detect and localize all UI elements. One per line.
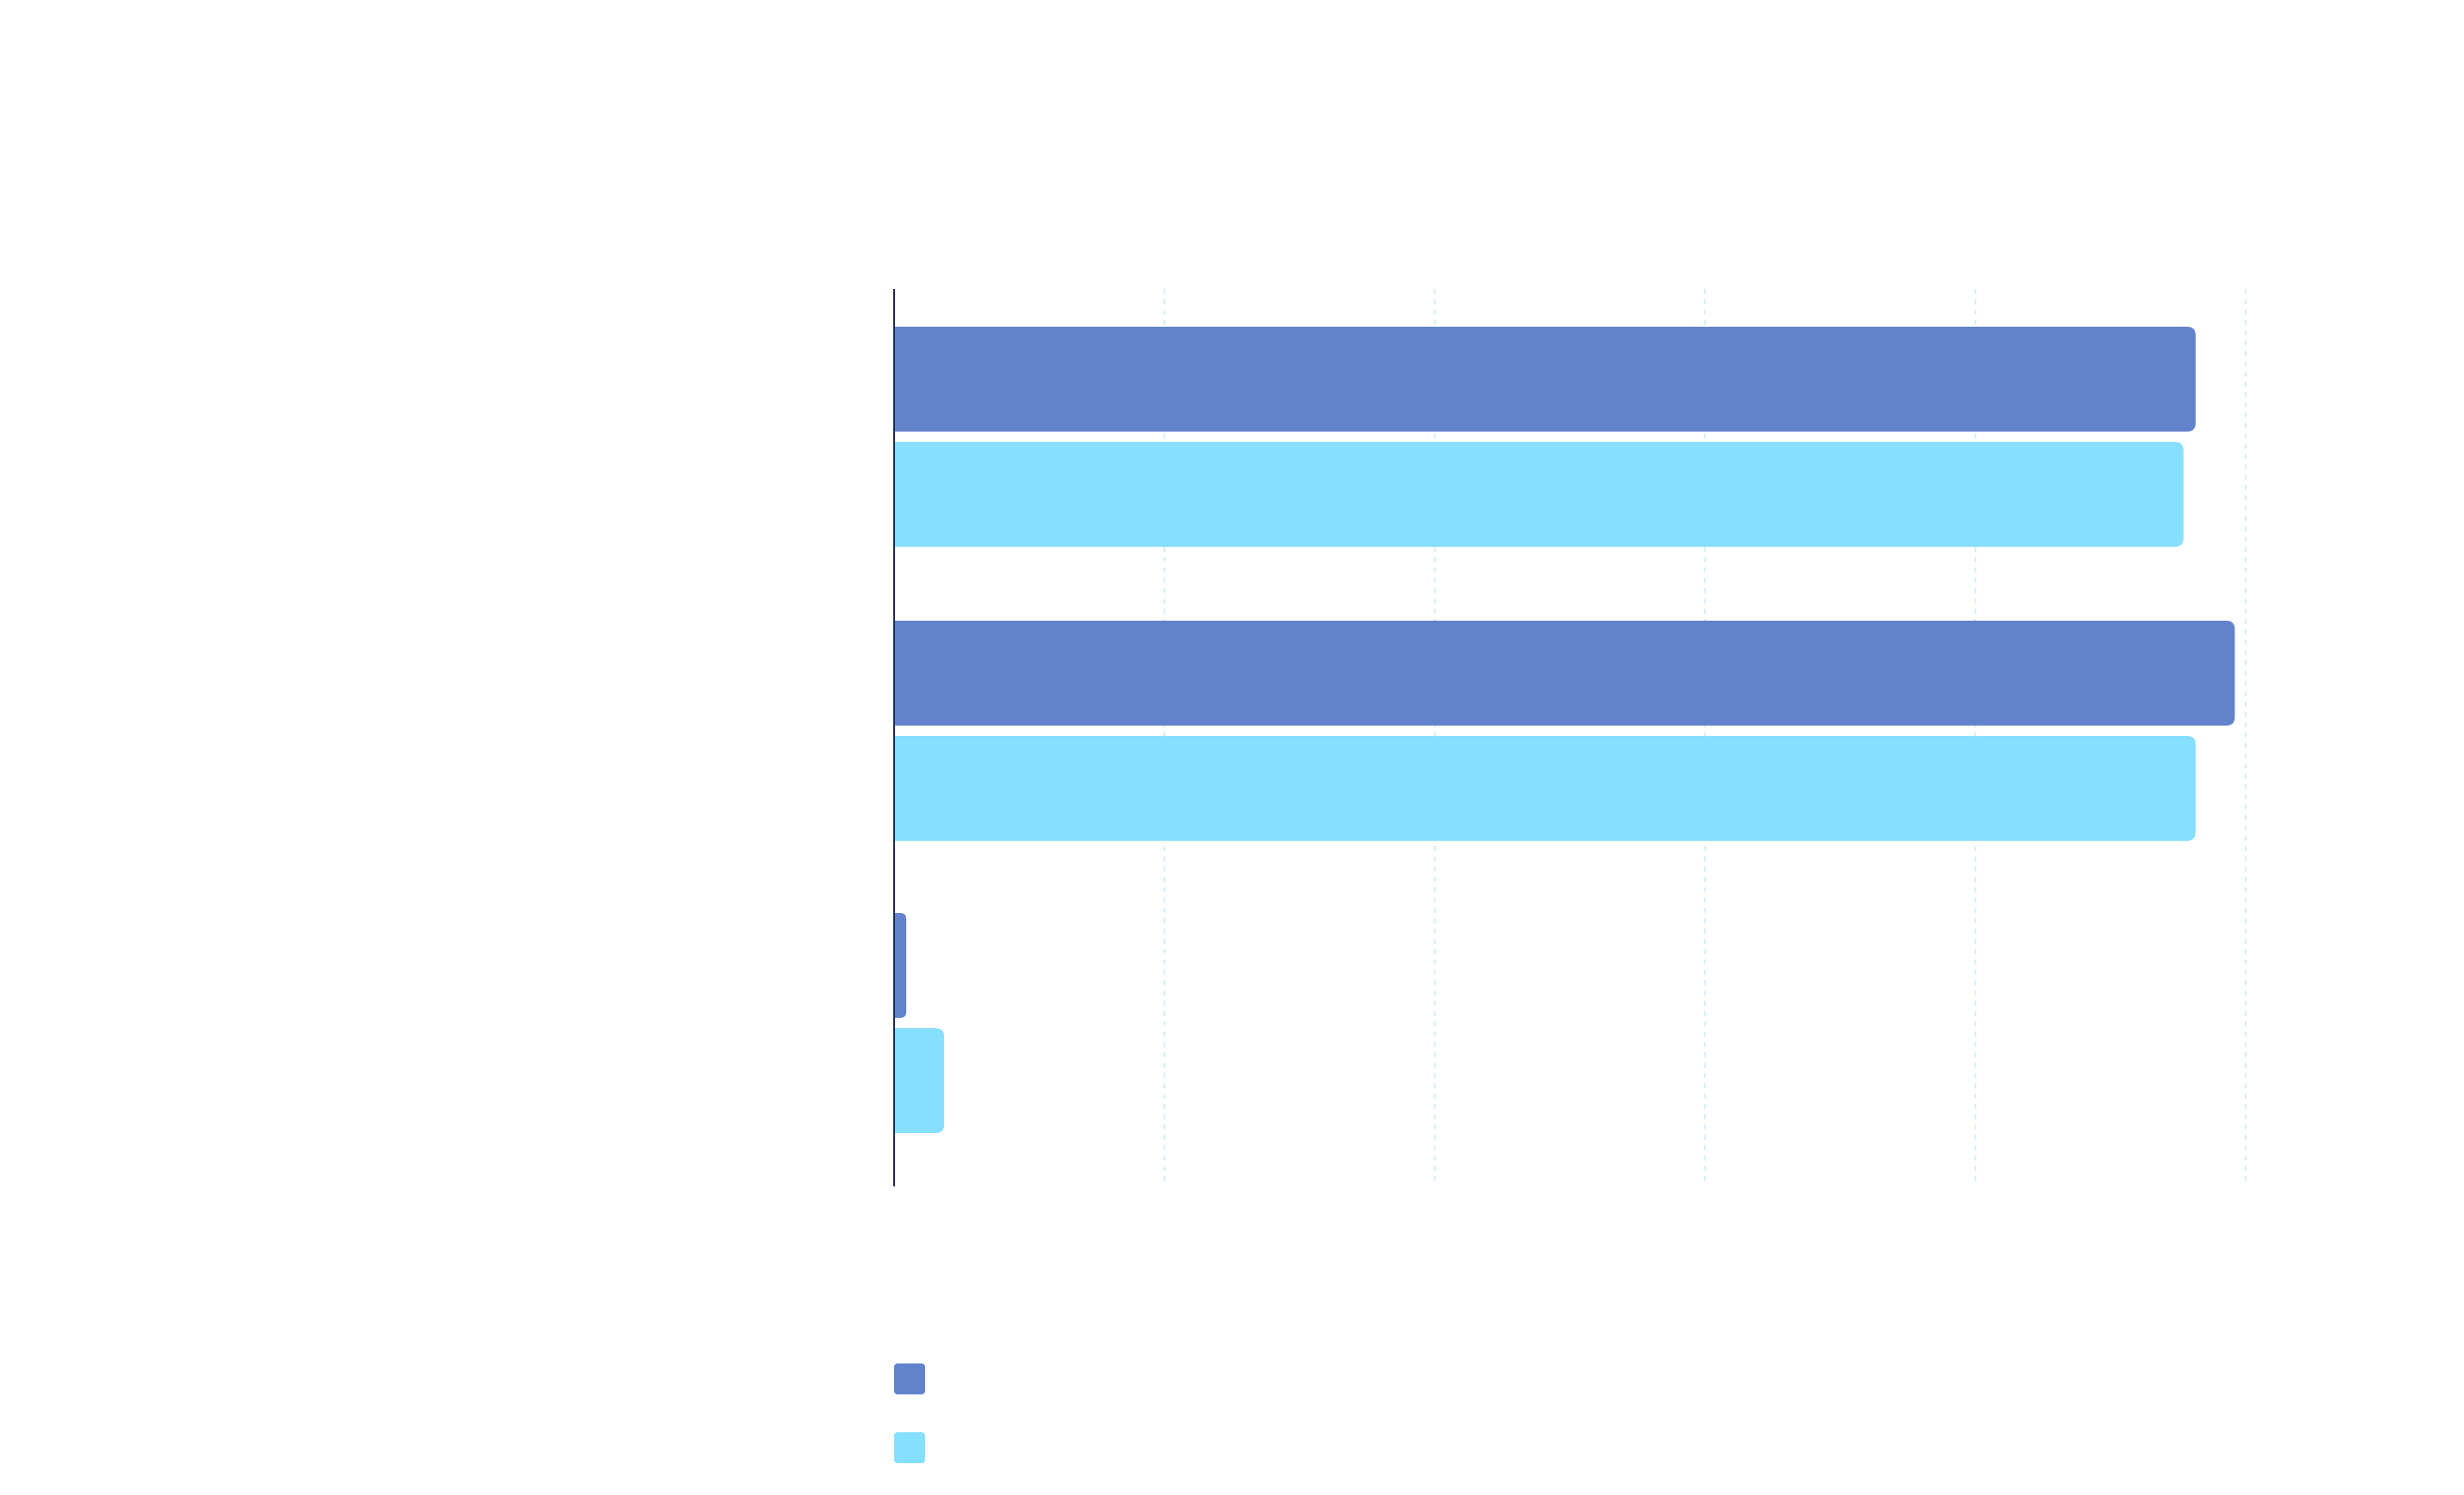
bar-series-2-category-1	[894, 442, 2184, 547]
bar-series-1-category-1	[894, 327, 2196, 432]
legend-swatch-series-1	[894, 1363, 925, 1394]
bar-series-1-category-2	[894, 621, 2235, 726]
bar-series-2-category-2	[894, 736, 2196, 841]
bar-layer	[894, 327, 2235, 1133]
bar-series-2-category-3	[894, 1028, 945, 1133]
legend	[894, 1363, 925, 1463]
legend-swatch-series-2	[894, 1432, 925, 1463]
bar-series-1-category-3	[894, 913, 907, 1018]
